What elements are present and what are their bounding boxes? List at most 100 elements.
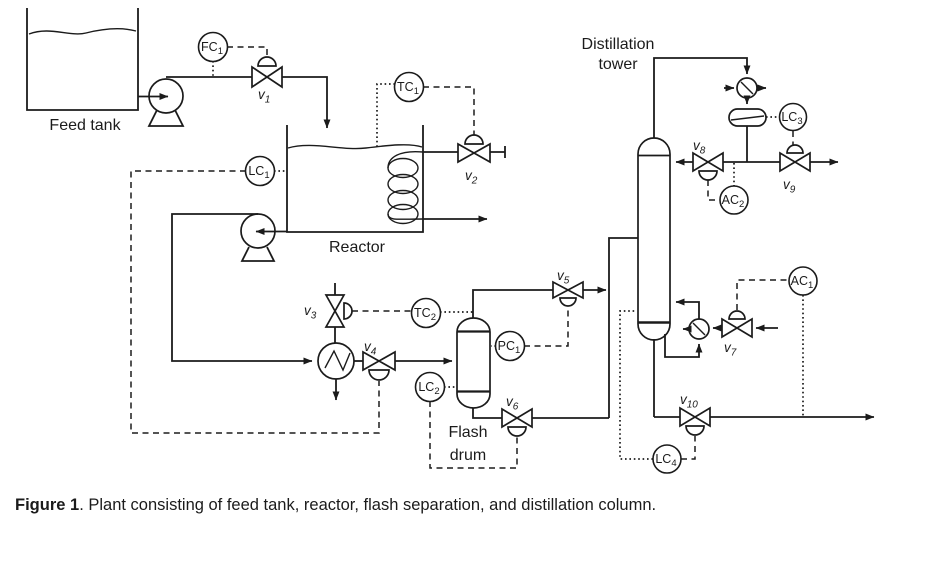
feed-pump-symbol (138, 78, 185, 127)
reboiler-draw-line (664, 334, 703, 358)
controller-circle-icon (494, 330, 526, 362)
controller-tag: AC2 (722, 193, 745, 210)
valve-icon (735, 317, 753, 339)
valve-v5 (552, 280, 584, 307)
control-signal-lines (130, 46, 794, 469)
controller-fc1: FC1 (197, 31, 229, 63)
valve-v10 (679, 406, 711, 436)
controller-lc4: LC4 (652, 444, 682, 474)
measure-tc1 (376, 83, 395, 149)
valve-icon (793, 151, 811, 173)
valve-icon (779, 151, 797, 173)
controller-tag: LC3 (781, 110, 802, 127)
valve-label-v3: v3 (304, 303, 317, 322)
heat-exchanger-zigzag (324, 349, 351, 372)
valve-actuator-icon (464, 134, 484, 145)
valve-icon (692, 151, 710, 173)
controller-lc1: LC1 (244, 155, 276, 187)
distillation-tower-label-line2: tower (598, 56, 638, 73)
signal-lc1-to-v4 (130, 170, 380, 434)
coil-outlet-bend (387, 213, 424, 220)
flash-drum-symbol (456, 237, 638, 419)
valve-icon (457, 142, 476, 164)
controller-circle-icon (393, 71, 425, 103)
reactor-shell (286, 125, 424, 233)
signal-pc1-to-v5 (524, 307, 569, 347)
valve-label-v9: v9 (783, 177, 796, 196)
measure-lc4 (619, 310, 653, 460)
valve-v2 (457, 134, 491, 164)
valve-icon (324, 309, 346, 328)
valve-label-v7: v7 (724, 340, 737, 359)
reactor-symbol (286, 125, 488, 233)
feed-tank-liquid-level (28, 28, 137, 35)
coolant-line-stub (490, 146, 506, 158)
column-shell (637, 137, 671, 341)
reboiler-diagonal (692, 322, 706, 336)
valve-actuator-icon (559, 297, 577, 307)
valve-label-v10: v10 (680, 392, 698, 411)
valve-icon (515, 407, 533, 429)
flash-drum-label-line1: Flash (448, 424, 487, 441)
valve-actuator-icon (368, 369, 390, 381)
valve-actuator-icon (728, 310, 746, 320)
controller-circle-icon (244, 155, 276, 187)
reflux-drum-level-line (730, 115, 765, 121)
valve-icon (679, 406, 697, 428)
cooling-coil-icon (387, 189, 419, 211)
valve-v3 (324, 294, 353, 328)
signal-fc1-to-v1 (227, 46, 268, 60)
flash-vapor-line (472, 289, 553, 318)
distillation-tower-label-line1: Distillation (582, 36, 655, 53)
controller-circle-icon (414, 371, 446, 403)
flash-drum-tangent-lines (457, 330, 490, 393)
valve-actuator-icon (257, 56, 277, 67)
valve-icon (706, 151, 724, 173)
reboiler-system (653, 298, 875, 421)
condenser-diagonal (740, 81, 754, 95)
controller-tag: PC1 (498, 339, 521, 356)
recycle-line (171, 213, 313, 365)
controller-tag: LC1 (248, 164, 269, 181)
controller-tag: FC1 (201, 40, 223, 57)
valve-actuator-icon (343, 302, 353, 320)
valve-label-v2: v2 (465, 168, 478, 187)
valve-label-v8: v8 (693, 138, 706, 157)
valve-icon (324, 294, 346, 313)
signal-ac1-to-v7 (736, 279, 789, 310)
cooling-coil-icon (387, 203, 419, 225)
controller-lc3: LC3 (778, 102, 808, 132)
overhead-system (653, 57, 839, 166)
valve-v1 (251, 56, 283, 89)
reactor-pump-symbol (171, 213, 313, 365)
figure-caption: Figure 1. Plant consisting of feed tank,… (15, 496, 656, 514)
valve-icon (721, 317, 739, 339)
valve-icon (362, 350, 381, 372)
overhead-vapor-line (653, 57, 751, 138)
valve-actuator-icon (507, 426, 527, 437)
controller-tc2: TC2 (410, 297, 442, 329)
controller-tag: AC1 (791, 274, 814, 291)
column-feed-riser (608, 237, 638, 418)
valve-v8 (692, 151, 724, 181)
controller-tc1: TC1 (393, 71, 425, 103)
feed-tank-shell (26, 8, 139, 111)
signal-lc4-to-v10 (681, 436, 696, 460)
controller-tag: LC2 (418, 380, 439, 397)
feed-tank-symbol (26, 8, 139, 111)
reactor-label: Reactor (329, 239, 386, 256)
feed-line (166, 76, 331, 129)
valve-icon (552, 280, 570, 300)
controller-lc2: LC2 (414, 371, 446, 403)
cooler-symbol (317, 283, 453, 401)
controller-tag: TC1 (397, 80, 419, 97)
valve-label-v4: v4 (364, 339, 377, 358)
flash-liquid-line (472, 408, 502, 419)
valve-actuator-icon (685, 425, 705, 436)
pump-base (147, 109, 185, 127)
valve-actuator-icon (698, 170, 718, 181)
reboiler-return-line (675, 298, 700, 319)
flash-drum-label-line2: drum (450, 447, 486, 464)
controller-circle-icon (652, 444, 682, 474)
